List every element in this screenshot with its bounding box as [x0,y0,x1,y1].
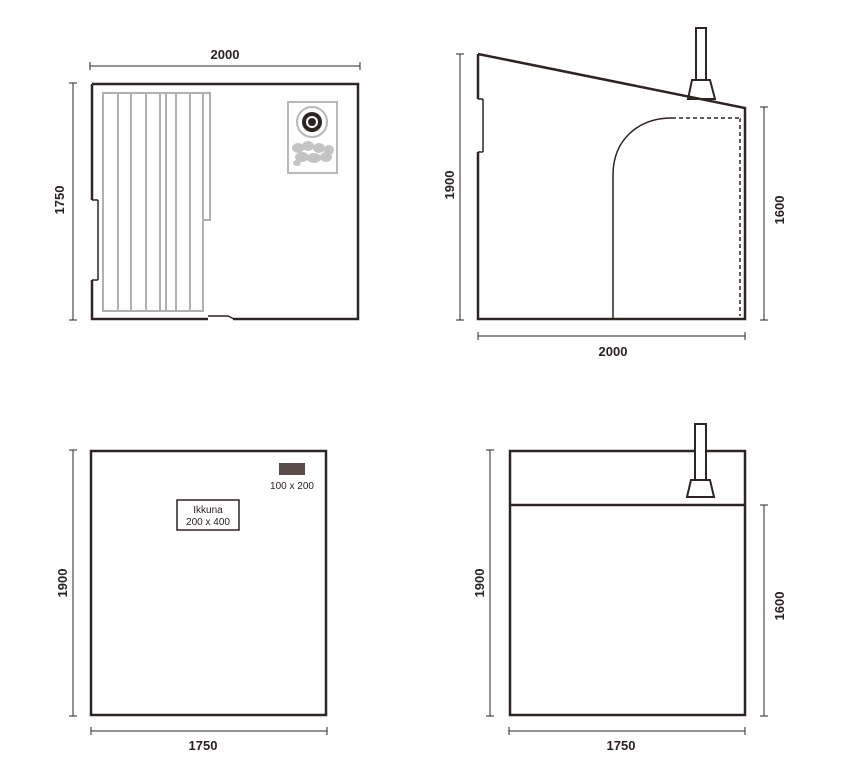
side-right-height-label: 1600 [772,196,787,225]
front-height-label: 1900 [55,569,70,598]
back-chimney-icon [685,423,716,498]
plan-view: 2000 1750 [52,47,361,321]
side-left-height-dimension [456,53,464,321]
plan-outer-wall [90,82,360,321]
vent-size-label: 100 x 200 [270,481,314,492]
back-outer-wall [508,449,747,717]
back-right-height-label: 1600 [772,592,787,621]
vent-icon [279,463,305,475]
back-left-height-label: 1900 [472,569,487,598]
front-height-dimension [69,449,77,717]
back-width-label: 1750 [607,738,636,753]
front-width-dimension [90,727,328,735]
plan-bench [102,92,211,312]
front-width-label: 1750 [189,738,218,753]
plan-depth-label: 1750 [52,186,67,215]
side-view: 1900 1600 2000 [442,27,787,359]
side-outer-wall [476,52,747,321]
side-width-dimension [477,332,746,340]
plan-width-dimension [89,62,361,70]
front-outer-wall [89,449,328,717]
back-right-height-dimension [760,504,768,717]
sauna-stones-icon [292,141,334,166]
side-left-height-label: 1900 [442,171,457,200]
back-view: 1900 1600 1750 [472,423,787,753]
plan-heater [287,101,338,174]
window-size-label: 200 x 400 [186,517,230,528]
chimney-core-icon [308,118,316,126]
window-name-label: Ikkuna [193,505,223,516]
plan-width-label: 2000 [211,47,240,62]
side-width-label: 2000 [599,344,628,359]
back-left-height-dimension [486,449,494,717]
window-box [176,499,240,531]
side-chimney-icon [686,27,717,100]
side-door-arch [612,117,740,319]
plan-depth-dimension [69,82,77,321]
back-width-dimension [508,727,746,735]
front-view: 1900 1750 100 x 200 Ikkuna 200 x 400 [55,449,328,753]
side-right-height-dimension [760,106,768,321]
plan-door [208,315,235,320]
